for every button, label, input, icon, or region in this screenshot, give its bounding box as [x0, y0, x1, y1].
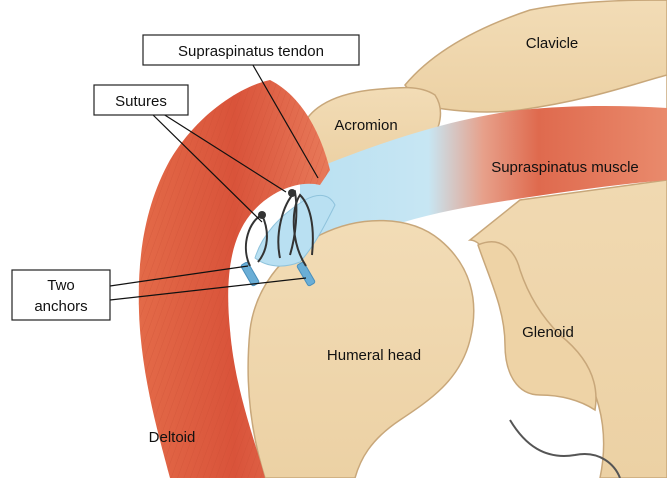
label-supraspinatus-tendon: Supraspinatus tendon [178, 43, 324, 60]
label-humeral-head: Humeral head [327, 347, 421, 364]
label-glenoid: Glenoid [522, 324, 574, 341]
label-deltoid: Deltoid [149, 429, 196, 446]
label-two-anchors-line2: anchors [34, 298, 87, 315]
label-acromion: Acromion [334, 117, 397, 134]
label-clavicle: Clavicle [526, 35, 579, 52]
suture-knot-2 [288, 189, 296, 197]
label-supraspinatus-muscle: Supraspinatus muscle [491, 159, 639, 176]
label-two-anchors-line1: Two [47, 277, 75, 294]
clavicle-bone [405, 0, 667, 112]
label-sutures: Sutures [115, 93, 167, 110]
suture-knot-1 [258, 211, 266, 219]
